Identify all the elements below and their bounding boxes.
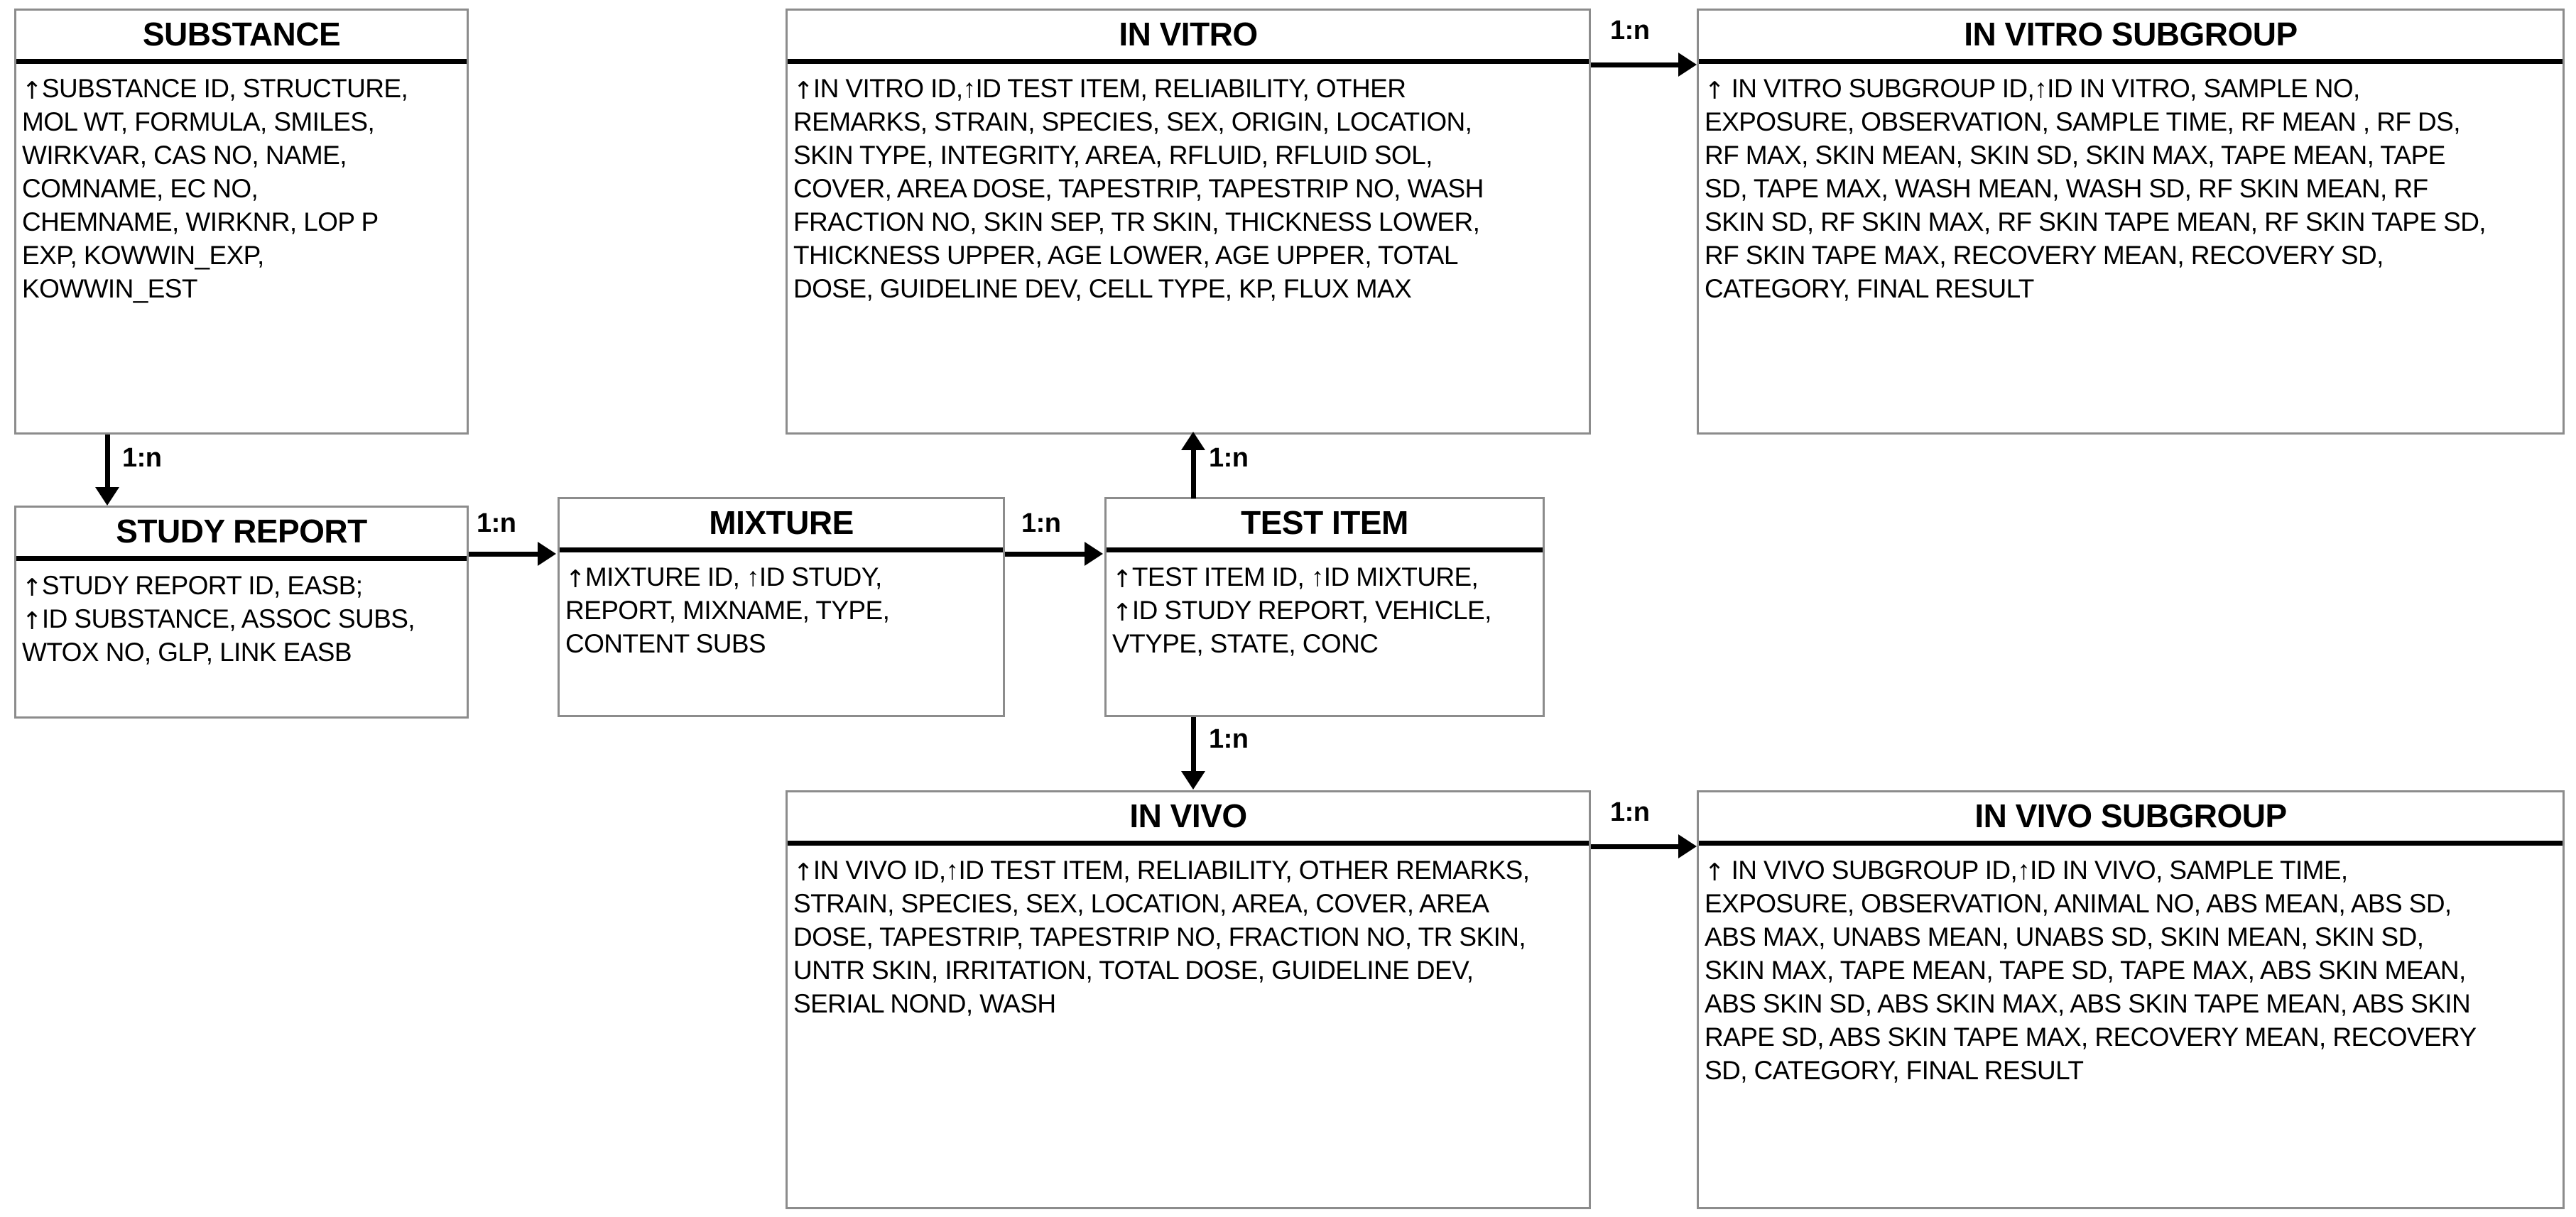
entity-title-in-vivo: IN VIVO: [788, 792, 1589, 846]
connector-line: [469, 552, 540, 557]
primary-key-arrow-icon: ↑: [22, 77, 42, 105]
cardinality-label: 1:n: [477, 508, 516, 538]
attribute-line: CONTENT SUBS: [565, 628, 766, 658]
attribute-line: ↑ IN VITRO SUBGROUP ID,↑ID IN VITRO, SAM…: [1705, 74, 2360, 105]
attribute-line: VTYPE, STATE, CONC: [1112, 628, 1379, 658]
attribute-line: REPORT, MIXNAME, TYPE,: [565, 595, 890, 625]
entity-in-vitro-subgroup[interactable]: IN VITRO SUBGROUP ↑ IN VITRO SUBGROUP ID…: [1697, 9, 2565, 435]
arrow-right-icon: [1678, 53, 1697, 77]
attribute-line: SKIN MAX, TAPE MEAN, TAPE SD, TAPE MAX, …: [1705, 955, 2466, 985]
entity-test-item[interactable]: TEST ITEM ↑TEST ITEM ID, ↑ID MIXTURE, ↑I…: [1104, 497, 1545, 717]
attribute-line: SERIAL NOND, WASH: [793, 988, 1056, 1018]
entity-attributes-substance: ↑SUBSTANCE ID, STRUCTURE, MOL WT, FORMUL…: [16, 64, 467, 432]
cardinality-label: 1:n: [1610, 16, 1650, 45]
entity-title-study-report: STUDY REPORT: [16, 508, 467, 561]
entity-title-test-item: TEST ITEM: [1107, 499, 1543, 552]
entity-title-in-vitro-subgroup: IN VITRO SUBGROUP: [1699, 11, 2563, 64]
attribute-line: COMNAME, EC NO,: [22, 173, 259, 203]
entity-title-in-vitro: IN VITRO: [788, 11, 1589, 64]
attribute-line: CHEMNAME, WIRKNR, LOP P: [22, 207, 379, 236]
attribute-line: RAPE SD, ABS SKIN TAPE MAX, RECOVERY MEA…: [1705, 1022, 2477, 1052]
primary-key-arrow-icon: ↑: [565, 565, 585, 594]
attribute-line: MOL WT, FORMULA, SMILES,: [22, 107, 375, 136]
attribute-line: ↑MIXTURE ID, ↑ID STUDY,: [565, 562, 882, 594]
cardinality-label: 1:n: [1610, 797, 1650, 827]
attribute-line: SKIN TYPE, INTEGRITY, AREA, RFLUID, RFLU…: [793, 140, 1433, 170]
attribute-line: WTOX NO, GLP, LINK EASB: [22, 637, 352, 667]
entity-study-report[interactable]: STUDY REPORT ↑STUDY REPORT ID, EASB; ↑ID…: [14, 506, 469, 719]
entity-attributes-test-item: ↑TEST ITEM ID, ↑ID MIXTURE, ↑ID STUDY RE…: [1107, 552, 1543, 715]
primary-key-arrow-icon: ↑: [22, 574, 42, 602]
arrow-up-icon: [1181, 432, 1205, 450]
attribute-line: ↑ IN VIVO SUBGROUP ID,↑ID IN VIVO, SAMPL…: [1705, 856, 2348, 887]
entity-title-mixture: MIXTURE: [560, 499, 1003, 552]
cardinality-label: 1:n: [1209, 443, 1249, 473]
attribute-line: FRACTION NO, SKIN SEP, TR SKIN, THICKNES…: [793, 207, 1480, 236]
attribute-line: ↑IN VITRO ID,↑ID TEST ITEM, RELIABILITY,…: [793, 74, 1406, 105]
attribute-line: ↑STUDY REPORT ID, EASB;: [22, 571, 363, 602]
attribute-line: DOSE, TAPESTRIP, TAPESTRIP NO, FRACTION …: [793, 922, 1526, 951]
entity-title-substance: SUBSTANCE: [16, 11, 467, 64]
entity-attributes-in-vivo: ↑IN VIVO ID,↑ID TEST ITEM, RELIABILITY, …: [788, 846, 1589, 1207]
connector-line: [1191, 717, 1196, 774]
attribute-line: WIRKVAR, CAS NO, NAME,: [22, 140, 347, 170]
connector-line: [1591, 844, 1680, 849]
attribute-line: UNTR SKIN, IRRITATION, TOTAL DOSE, GUIDE…: [793, 955, 1474, 985]
foreign-key-arrow-icon: ↑: [22, 606, 42, 635]
cardinality-label: 1:n: [122, 443, 162, 473]
attribute-line: ABS SKIN SD, ABS SKIN MAX, ABS SKIN TAPE…: [1705, 988, 2471, 1018]
arrow-down-icon: [1181, 771, 1205, 790]
attribute-line: ↑IN VIVO ID,↑ID TEST ITEM, RELIABILITY, …: [793, 856, 1530, 887]
attribute-line: SD, TAPE MAX, WASH MEAN, WASH SD, RF SKI…: [1705, 173, 2428, 203]
attribute-line: ↑ID SUBSTANCE, ASSOC SUBS,: [22, 604, 415, 635]
entity-in-vivo-subgroup[interactable]: IN VIVO SUBGROUP ↑ IN VIVO SUBGROUP ID,↑…: [1697, 790, 2565, 1209]
arrow-right-icon: [1085, 542, 1103, 566]
connector-line: [1591, 62, 1680, 67]
entity-attributes-mixture: ↑MIXTURE ID, ↑ID STUDY, REPORT, MIXNAME,…: [560, 552, 1003, 715]
attribute-line: ABS MAX, UNABS MEAN, UNABS SD, SKIN MEAN…: [1705, 922, 2424, 951]
attribute-line: EXPOSURE, OBSERVATION, ANIMAL NO, ABS ME…: [1705, 888, 2452, 918]
attribute-line: EXP, KOWWIN_EXP,: [22, 240, 264, 270]
primary-key-arrow-icon: ↑: [1112, 565, 1132, 594]
attribute-line: EXPOSURE, OBSERVATION, SAMPLE TIME, RF M…: [1705, 107, 2461, 136]
arrow-right-icon: [1678, 834, 1697, 858]
attribute-line: ↑ID STUDY REPORT, VEHICLE,: [1112, 595, 1491, 627]
attribute-line: RF SKIN TAPE MAX, RECOVERY MEAN, RECOVER…: [1705, 240, 2384, 270]
arrow-down-icon: [95, 487, 119, 506]
attribute-line: KOWWIN_EST: [22, 273, 197, 303]
entity-attributes-study-report: ↑STUDY REPORT ID, EASB; ↑ID SUBSTANCE, A…: [16, 561, 467, 716]
entity-title-in-vivo-subgroup: IN VIVO SUBGROUP: [1699, 792, 2563, 846]
connector-line: [105, 435, 110, 490]
primary-key-arrow-icon: ↑: [793, 858, 813, 887]
primary-key-arrow-icon: ↑: [1705, 858, 1724, 887]
attribute-line: CATEGORY, FINAL RESULT: [1705, 273, 2034, 303]
attribute-line: REMARKS, STRAIN, SPECIES, SEX, ORIGIN, L…: [793, 107, 1472, 136]
foreign-key-arrow-icon: ↑: [1112, 598, 1132, 627]
primary-key-arrow-icon: ↑: [793, 77, 813, 105]
attribute-line: THICKNESS UPPER, AGE LOWER, AGE UPPER, T…: [793, 240, 1458, 270]
entity-attributes-in-vitro-subgroup: ↑ IN VITRO SUBGROUP ID,↑ID IN VITRO, SAM…: [1699, 64, 2563, 432]
attribute-line: DOSE, GUIDELINE DEV, CELL TYPE, KP, FLUX…: [793, 273, 1412, 303]
entity-in-vitro[interactable]: IN VITRO ↑IN VITRO ID,↑ID TEST ITEM, REL…: [786, 9, 1591, 435]
entity-attributes-in-vivo-subgroup: ↑ IN VIVO SUBGROUP ID,↑ID IN VIVO, SAMPL…: [1699, 846, 2563, 1207]
attribute-line: RF MAX, SKIN MEAN, SKIN SD, SKIN MAX, TA…: [1705, 140, 2445, 170]
entity-in-vivo[interactable]: IN VIVO ↑IN VIVO ID,↑ID TEST ITEM, RELIA…: [786, 790, 1591, 1209]
attribute-line: SD, CATEGORY, FINAL RESULT: [1705, 1055, 2084, 1085]
entity-mixture[interactable]: MIXTURE ↑MIXTURE ID, ↑ID STUDY, REPORT, …: [558, 497, 1005, 717]
connector-line: [1191, 447, 1196, 498]
cardinality-label: 1:n: [1021, 508, 1061, 538]
entity-attributes-in-vitro: ↑IN VITRO ID,↑ID TEST ITEM, RELIABILITY,…: [788, 64, 1589, 432]
attribute-line: SKIN SD, RF SKIN MAX, RF SKIN TAPE MEAN,…: [1705, 207, 2487, 236]
attribute-line: COVER, AREA DOSE, TAPESTRIP, TAPESTRIP N…: [793, 173, 1484, 203]
attribute-line: ↑SUBSTANCE ID, STRUCTURE,: [22, 74, 408, 105]
arrow-right-icon: [538, 542, 556, 566]
attribute-line: ↑TEST ITEM ID, ↑ID MIXTURE,: [1112, 562, 1479, 594]
connector-line: [1005, 552, 1085, 557]
cardinality-label: 1:n: [1209, 724, 1249, 754]
entity-substance[interactable]: SUBSTANCE ↑SUBSTANCE ID, STRUCTURE, MOL …: [14, 9, 469, 435]
primary-key-arrow-icon: ↑: [1705, 77, 1724, 105]
attribute-line: STRAIN, SPECIES, SEX, LOCATION, AREA, CO…: [793, 888, 1489, 918]
